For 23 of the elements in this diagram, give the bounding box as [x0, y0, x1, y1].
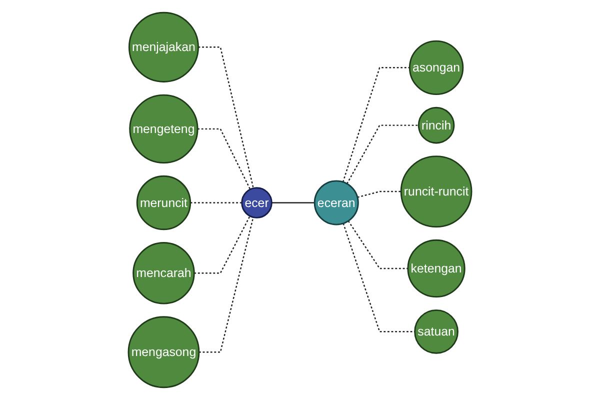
connector [342, 67, 410, 182]
node-circle: satuan [414, 309, 458, 354]
node-circle: mencarah [132, 242, 195, 304]
node-circle: ketengan [407, 239, 466, 298]
node-circle: mengeteng [129, 94, 198, 164]
connector [342, 223, 415, 332]
connector [272, 202, 315, 204]
connector [198, 217, 254, 353]
node-circle: menjajakan [128, 12, 199, 82]
node-circle: meruncit [136, 175, 192, 230]
connector [357, 190, 402, 198]
node-circle: ecer [241, 187, 272, 218]
node-circle: mengasong [128, 316, 200, 388]
connector [346, 124, 419, 184]
node-circle: asongan [408, 40, 464, 96]
connector [198, 46, 254, 188]
node-circle: runcit-runcit [400, 156, 472, 228]
node-circle: rincih [418, 106, 455, 144]
node-circle: eceran [314, 180, 359, 226]
connector [198, 128, 251, 190]
connector [190, 202, 242, 204]
connector [194, 216, 250, 274]
connector [348, 220, 408, 270]
